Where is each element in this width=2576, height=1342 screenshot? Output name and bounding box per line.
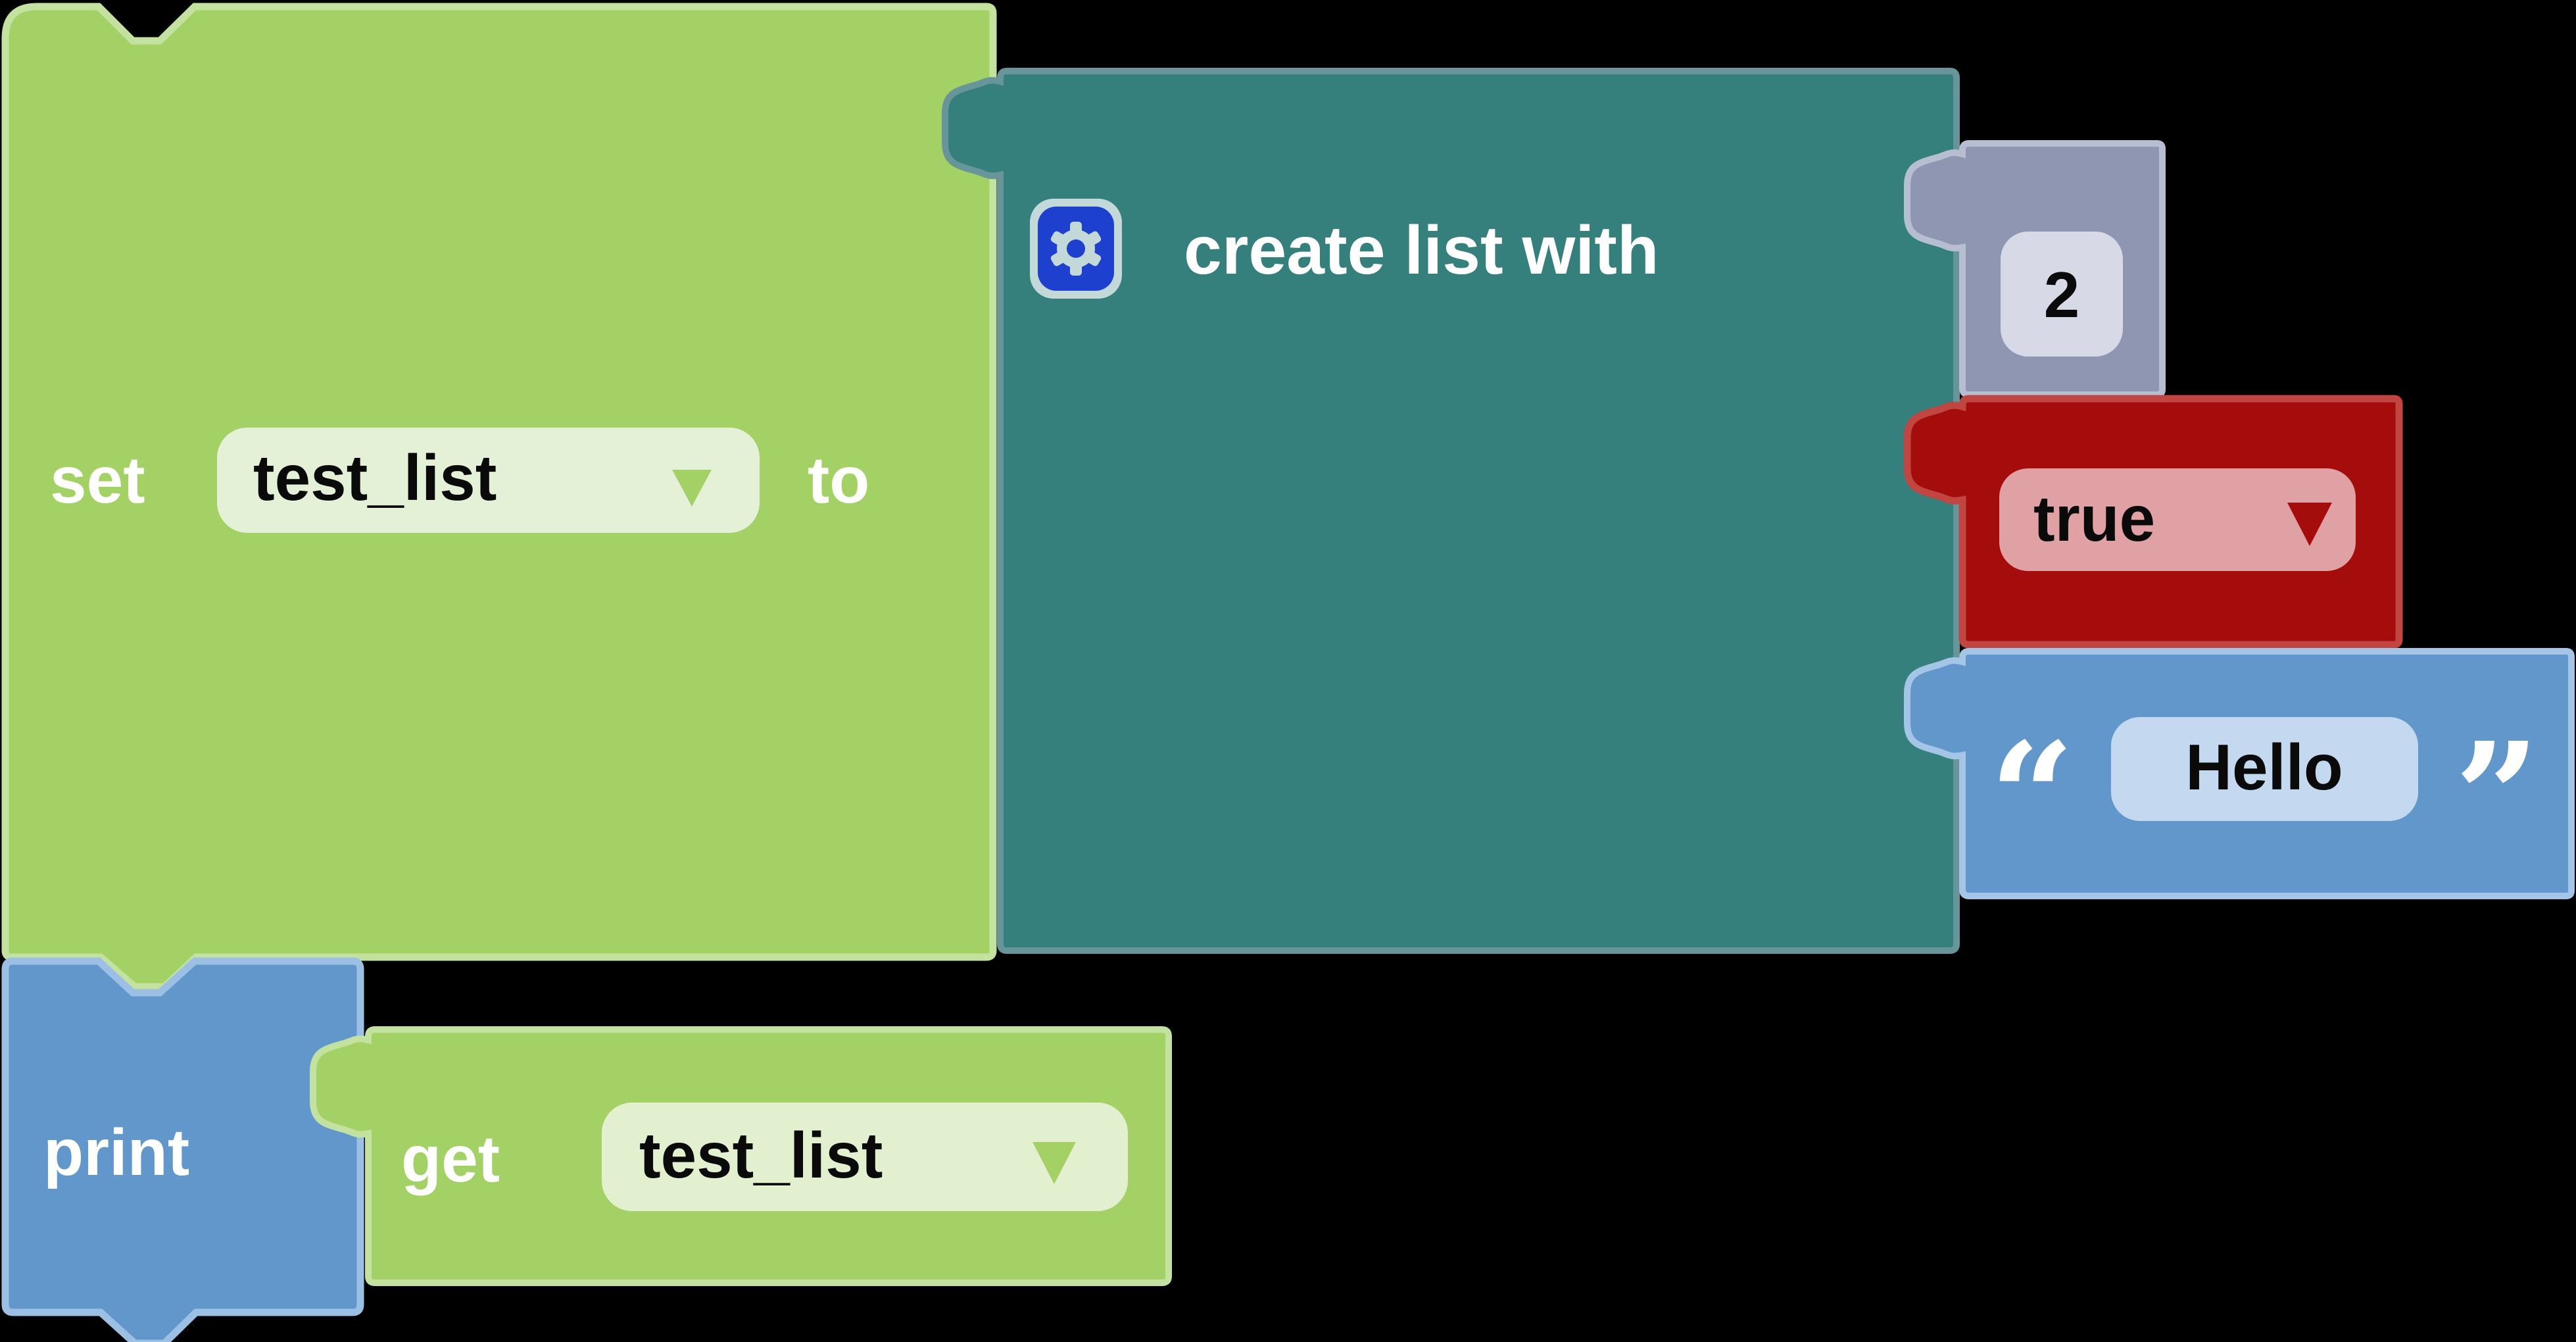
- variable-dropdown-set-text: test_list: [253, 441, 497, 514]
- variable-dropdown-get[interactable]: test_list: [602, 1103, 1128, 1211]
- close-quote-icon: ”: [2454, 710, 2539, 884]
- block-string[interactable]: “ Hello ”: [1904, 648, 2575, 899]
- block-set-variable[interactable]: set test_list to: [1, 3, 997, 991]
- block-number[interactable]: 2: [1904, 140, 2166, 398]
- variable-dropdown-set[interactable]: test_list: [217, 428, 760, 533]
- dropdown-arrow-icon: [672, 470, 712, 507]
- dropdown-arrow-icon: [1033, 1142, 1076, 1184]
- number-field-text: 2: [2044, 259, 2080, 331]
- set-label: set: [50, 443, 145, 517]
- boolean-dropdown-text: true: [2033, 482, 2155, 555]
- open-quote-icon: “: [1989, 710, 2074, 884]
- boolean-dropdown[interactable]: true: [1999, 468, 2356, 571]
- print-label: print: [43, 1116, 189, 1189]
- variable-dropdown-get-text: test_list: [639, 1119, 883, 1191]
- print-block-body[interactable]: [1, 957, 364, 1342]
- create-list-body[interactable]: [942, 68, 1960, 954]
- block-create-list[interactable]: create list with: [942, 68, 1960, 954]
- string-field[interactable]: Hello: [2111, 717, 2418, 821]
- create-list-label: create list with: [1184, 212, 1659, 289]
- block-boolean[interactable]: true: [1903, 395, 2403, 649]
- string-field-text: Hello: [2185, 731, 2343, 803]
- block-print[interactable]: print: [1, 957, 364, 1342]
- dropdown-arrow-icon: [2287, 503, 2332, 546]
- number-field[interactable]: 2: [2001, 232, 2123, 357]
- get-label: get: [401, 1122, 500, 1196]
- to-label: to: [808, 443, 869, 517]
- gear-icon[interactable]: [1030, 199, 1122, 299]
- block-get-variable[interactable]: get test_list: [310, 1026, 1172, 1286]
